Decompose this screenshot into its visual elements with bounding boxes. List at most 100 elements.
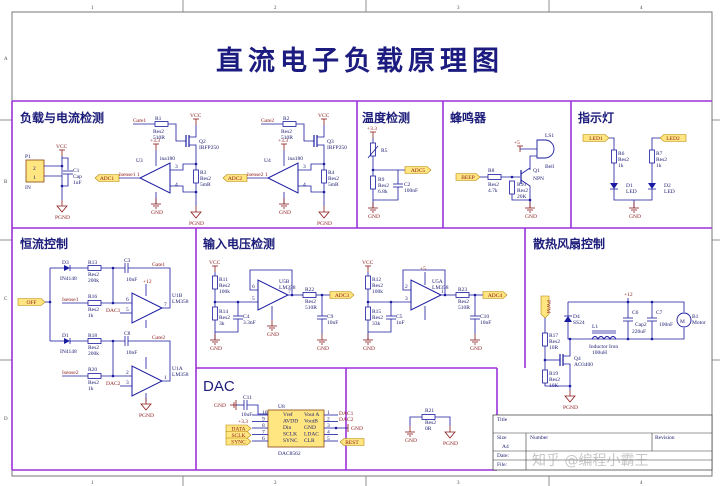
u8-pin-right: LDAC [304, 432, 319, 438]
r22-type: Res2 [305, 299, 316, 305]
diode-symbol [564, 316, 572, 322]
c3-ref: C3 [124, 258, 131, 264]
adc5-net[interactable]: ADC5 [404, 166, 432, 175]
ruler-col-bottom: 1 [91, 481, 94, 486]
r2-ref: R2 [283, 116, 290, 122]
d2-ref: D2 [664, 183, 671, 189]
vcc-label: VCC [209, 260, 221, 266]
wire [247, 404, 268, 415]
off-net[interactable]: OFF [17, 298, 46, 307]
resistor-symbol [365, 306, 371, 321]
net-label-text: SCLK [231, 433, 245, 439]
net-label-text: ADC4 [488, 293, 503, 299]
d1-ref: D1 [62, 333, 69, 339]
r20-ref: R20 [88, 367, 97, 373]
supply-label-12v: +12 [143, 279, 152, 285]
r22-ref: R22 [305, 287, 314, 293]
wire [613, 189, 634, 201]
u8-pin-num: 8 [262, 423, 265, 429]
net-label-shape [225, 437, 252, 446]
q1-type: NPN [533, 176, 544, 182]
r3-ref: R3 [200, 170, 207, 176]
c1-value: 1uF [73, 180, 82, 186]
u8-pin-num: 6 [262, 436, 265, 442]
r1-type: Res2 [153, 129, 164, 135]
led1-net[interactable]: LED1 [582, 134, 610, 143]
r11-ref: R11 [219, 277, 228, 283]
wire [651, 137, 660, 150]
isense2-net: Isense2 [62, 370, 79, 376]
r14-value: 3k [219, 321, 225, 327]
r4-ref: R4 [328, 170, 335, 176]
wire [529, 155, 537, 170]
net-label-shape [582, 134, 610, 142]
vcc-label: VCC [190, 113, 202, 119]
u5a-ref: U5A [432, 279, 443, 285]
dac-input-2[interactable]: SYNC [225, 437, 252, 446]
section-title-load-current: 负载与电流检测 [20, 110, 104, 125]
junction-dot [322, 190, 326, 194]
led2-net[interactable]: LED2 [659, 134, 687, 143]
r23-type: Res2 [458, 299, 469, 305]
junction-dot [334, 426, 338, 430]
r18-type: Res2 [88, 345, 99, 351]
resistor-symbol [193, 169, 199, 184]
tb-revision: Revision [655, 435, 675, 441]
r8-ref: R8 [488, 168, 495, 174]
u3-adc-net[interactable]: ADC1 [94, 174, 120, 183]
main-title: 直流电子负载原理图 [216, 46, 504, 77]
rest-net[interactable]: REST [339, 438, 365, 447]
c9-value: 10nF [327, 320, 338, 326]
u3-ref: U3 [136, 158, 143, 164]
pin: 5 [126, 307, 129, 313]
r10-ref: R10 [517, 182, 526, 188]
wire [634, 189, 653, 201]
r13-type: Res2 [88, 272, 99, 278]
c6-type: Cap2 [635, 322, 647, 328]
c6-value: 220uF [632, 329, 646, 335]
r7-type: Res2 [656, 157, 667, 163]
pgnd-label: PGND [139, 413, 154, 419]
pwm-net[interactable]: PWM [540, 295, 551, 319]
wire [568, 301, 685, 312]
ruler-row-left: C [4, 297, 8, 302]
dac-input-0[interactable]: DATA [225, 424, 252, 433]
dac-input-1[interactable]: SCLK [225, 431, 252, 440]
net-label-text: LED2 [666, 136, 680, 142]
resistor-symbol [282, 121, 297, 127]
tb-size-value: A4 [502, 444, 509, 450]
wire [567, 322, 685, 340]
r2-value: 510R [281, 135, 293, 141]
adc3-net[interactable]: ADC3 [329, 291, 355, 300]
pin: 2 [126, 370, 129, 376]
ruler-col-bottom: 4 [640, 481, 643, 486]
opamp-symbol [131, 365, 164, 397]
ground-label: GND [363, 346, 375, 352]
r21-type: Res2 [425, 420, 436, 426]
beep-net[interactable]: BEEP [455, 173, 481, 182]
dac1-net: DAC1 [106, 308, 121, 314]
pgnd-symbol [564, 395, 576, 403]
c7-type: 100nF [659, 322, 673, 328]
q3-part: IRFP250 [327, 145, 347, 151]
resistor-symbol [212, 306, 218, 321]
q1-ref: Q1 [533, 168, 540, 174]
u4-ref: U4 [264, 158, 271, 164]
r10-type: Res2 [517, 188, 528, 194]
resistor-symbol [649, 149, 655, 164]
ground-label: GND [470, 346, 482, 352]
d3-ref: D3 [62, 260, 69, 266]
opamp-symbol [138, 162, 171, 194]
dac2-net: DAC2 [339, 417, 354, 423]
adc4-net[interactable]: ADC4 [482, 291, 508, 300]
c10-ref: C10 [480, 314, 489, 320]
u5b-ref: U5B [279, 279, 290, 285]
junction-dot [528, 198, 532, 202]
u8-pin-left: Din [283, 425, 292, 431]
gate1-net: Gate1 [133, 118, 146, 124]
resistor-symbol [321, 169, 327, 184]
u4-part: ina180 [288, 156, 303, 162]
r14-ref: R14 [219, 309, 228, 315]
u4-adc-net[interactable]: ADC2 [222, 174, 248, 183]
ruler-col-bottom: 3 [457, 481, 460, 486]
